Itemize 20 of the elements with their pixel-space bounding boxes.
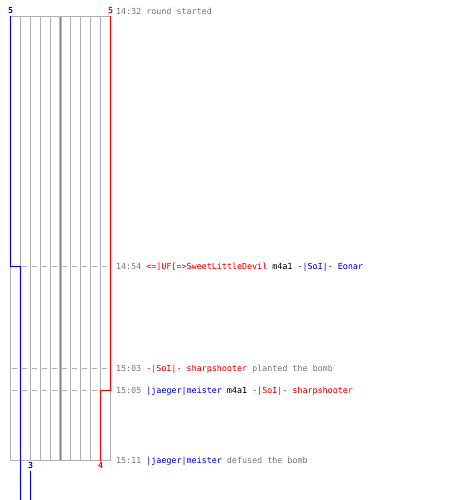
timestamp: 14:32 — [116, 6, 142, 16]
player-count-label: 5 — [6, 6, 14, 15]
player-name: <=]UF[=>SweetLittleDevil — [146, 261, 268, 271]
player-name: -|SoI|- sharpshooter — [252, 385, 353, 395]
player-name: -|SoI|- sharpshooter — [146, 363, 248, 373]
weapon-name: m4a1 — [226, 385, 248, 395]
timestamp: 15:11 — [116, 455, 142, 465]
event-text: planted the bomb — [252, 363, 333, 373]
player-count-label: 4 — [96, 461, 104, 470]
player-name: -|SoI|- Eonar — [297, 261, 363, 271]
timestamp: 15:03 — [116, 363, 142, 373]
player-count-label: 5 — [106, 6, 114, 15]
timestamp: 15:05 — [116, 385, 142, 395]
player-count-label: 3 — [26, 461, 34, 470]
timestamp: 14:54 — [116, 261, 142, 271]
event-text: defused the bomb — [226, 455, 308, 465]
event-text: round started — [146, 6, 212, 16]
weapon-name: m4a1 — [272, 261, 292, 271]
player-name: |jaeger|meister — [146, 385, 222, 395]
player-name: |jaeger|meister — [146, 455, 222, 465]
